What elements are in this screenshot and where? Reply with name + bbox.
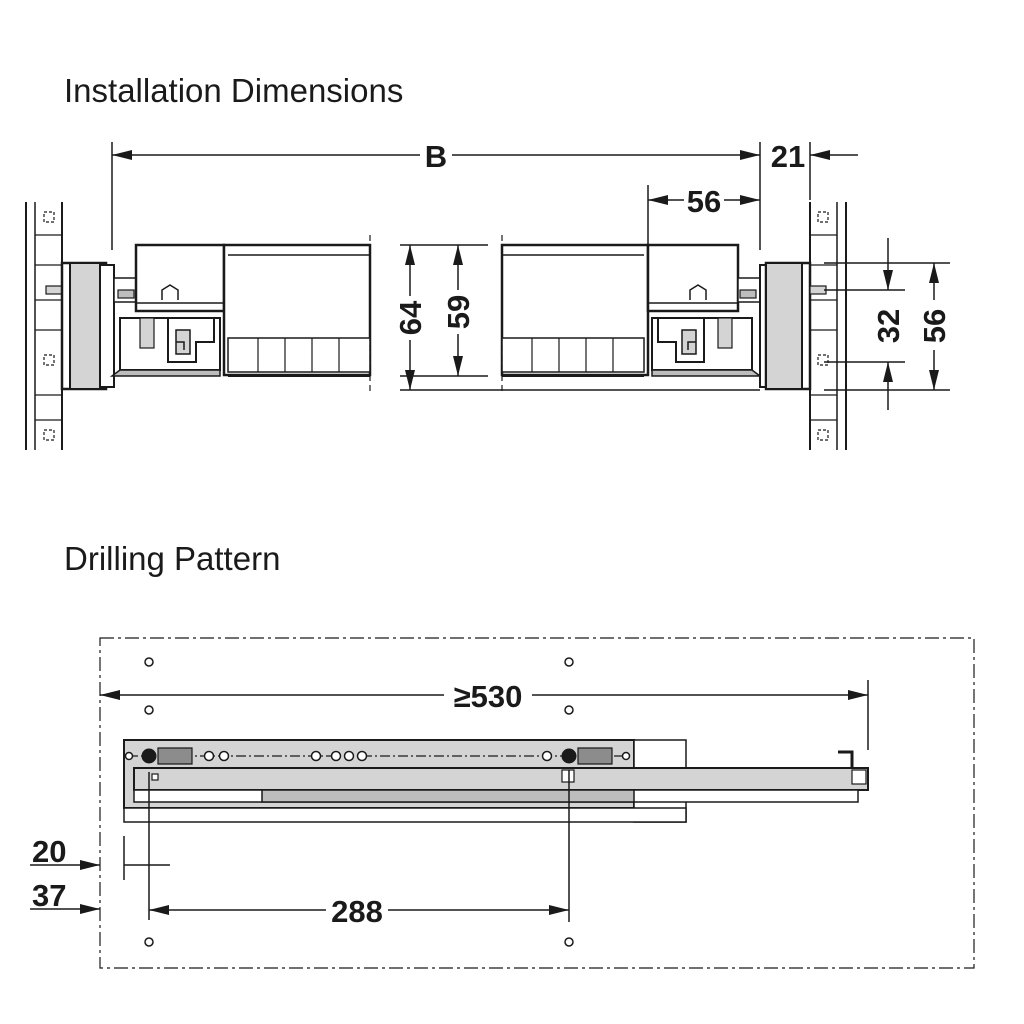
- right-drawer-body: [500, 235, 650, 395]
- installation-drawing: [25, 142, 950, 450]
- dim-label-b: B: [425, 139, 447, 174]
- dim-label-530: ≥530: [454, 679, 523, 714]
- side-panel-outline: [99, 637, 975, 969]
- dimension-530: [100, 680, 869, 750]
- drilling-pattern-title: Drilling Pattern: [64, 540, 281, 577]
- dim-label-56-right: 56: [917, 309, 952, 343]
- dim-label-59: 59: [441, 295, 476, 329]
- dimension-32-56-right: [824, 238, 950, 410]
- left-drawer-body: [222, 235, 372, 395]
- dim-label-37: 37: [32, 878, 66, 913]
- dimension-56-top: [647, 185, 760, 245]
- left-cabinet-panel: [25, 202, 63, 450]
- dimension-64-59: [400, 244, 760, 391]
- right-cabinet-panel: [809, 202, 847, 450]
- drilling-drawing: [30, 637, 975, 969]
- dim-label-64: 64: [393, 300, 428, 335]
- dimension-21: [809, 142, 858, 200]
- drawer-slide: [123, 739, 869, 823]
- installation-dimensions-title: Installation Dimensions: [64, 72, 404, 109]
- dim-label-288: 288: [331, 894, 383, 929]
- right-runner: [646, 243, 763, 377]
- dimension-b: [111, 142, 761, 250]
- left-mounting-flange: [60, 261, 137, 391]
- dim-label-20: 20: [32, 834, 66, 869]
- left-runner: [109, 243, 226, 377]
- mounting-holes: [144, 657, 574, 947]
- dim-label-56-top: 56: [687, 184, 721, 219]
- right-mounting-flange: [737, 261, 812, 391]
- dimension-20-37: [30, 772, 170, 920]
- dim-label-32: 32: [871, 309, 906, 343]
- dimension-288: [149, 770, 570, 922]
- dim-label-21: 21: [771, 139, 805, 174]
